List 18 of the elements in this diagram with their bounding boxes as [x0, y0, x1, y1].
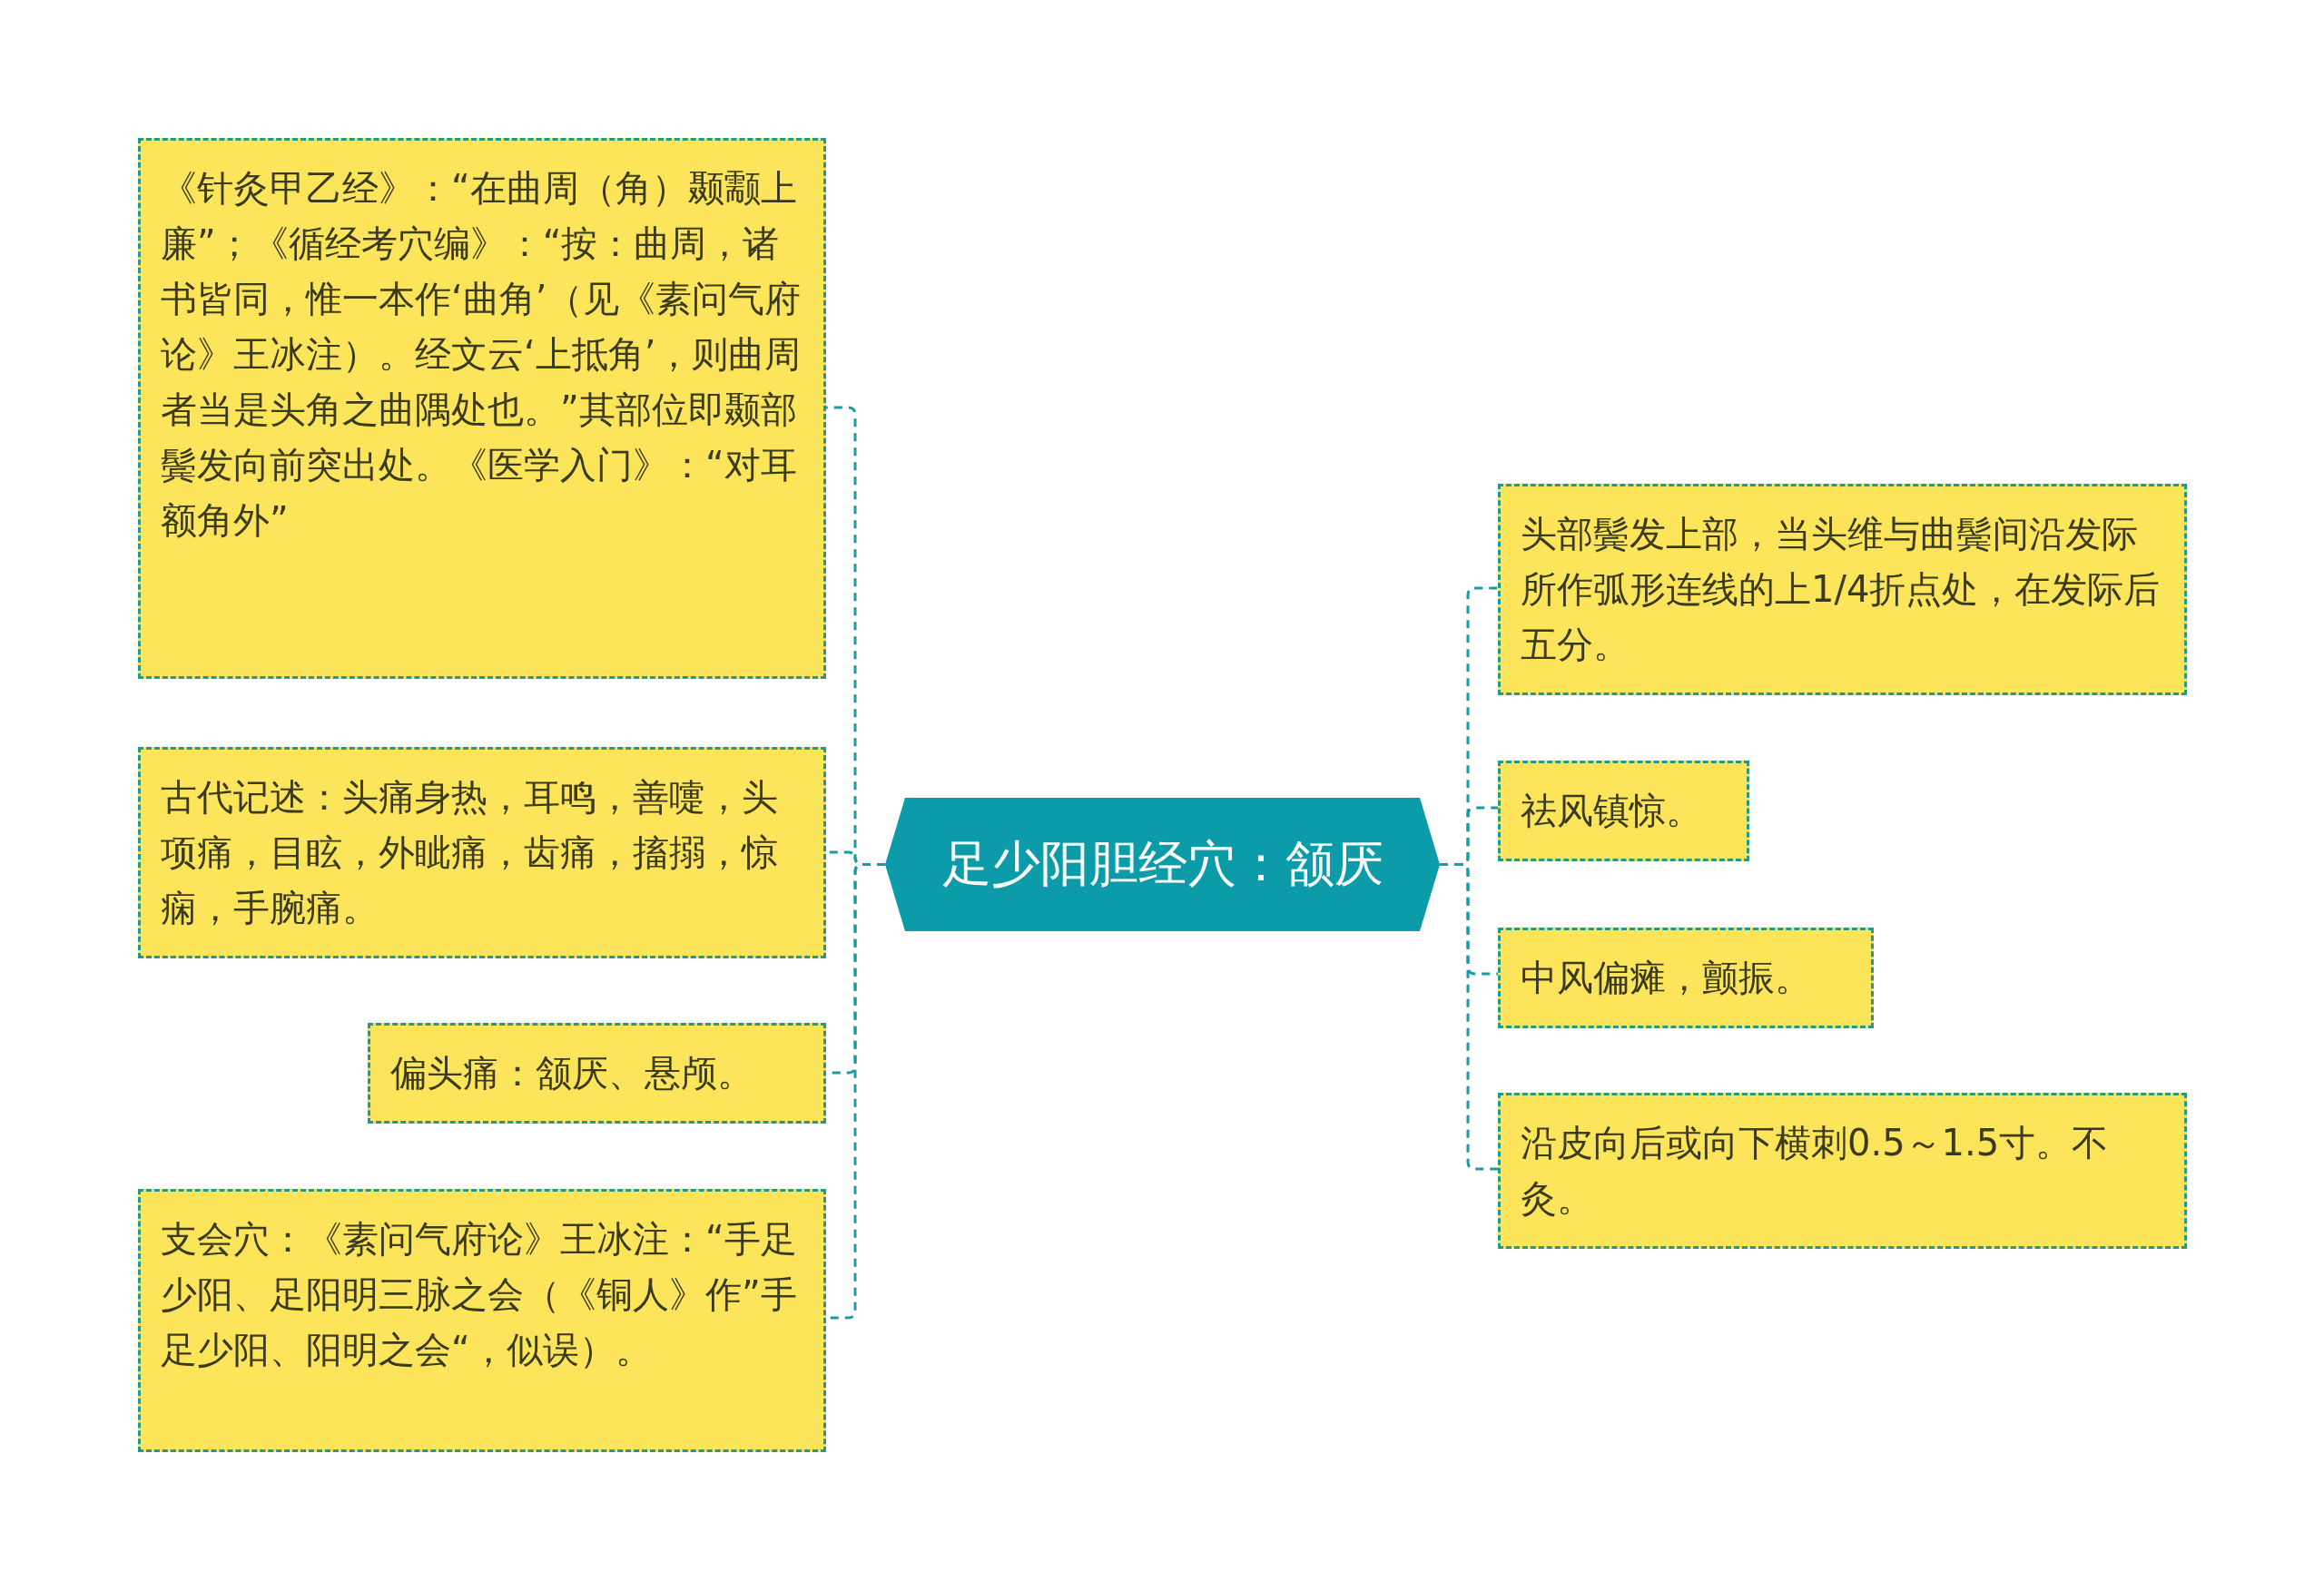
- note-text: 沿皮向后或向下横刺0.5～1.5寸。不灸。: [1521, 1122, 2109, 1219]
- note-text: 支会穴：《素问气府论》王冰注：“手足少阳、足阳明三脉之会（《铜人》作”手足少阳、阳明之会“，似误）。: [161, 1218, 797, 1370]
- text-box: [1498, 1093, 2187, 1249]
- note-text: 祛风镇惊。: [1521, 790, 1702, 831]
- note-text: 古代记述：头痛身热，耳鸣，善嚏，头项痛，目眩，外眦痛，齿痛，搐搦，惊痫，手腕痛。: [161, 776, 778, 928]
- text-box: [1498, 484, 2187, 695]
- text-box: [138, 138, 826, 679]
- note-text: 偏头痛：颔厌、悬颅。: [390, 1052, 753, 1094]
- topic-hexagon: [885, 798, 1440, 931]
- text-box: [1498, 928, 1874, 1028]
- note-text: 头部鬓发上部，当头维与曲鬓间沿发际所作弧形连线的上1/4折点处，在发际后五分。: [1521, 513, 2161, 665]
- text-box: [368, 1023, 826, 1124]
- text-box: [138, 1189, 826, 1452]
- note-text: 中风偏瘫，颤振。: [1521, 957, 1811, 998]
- text-box: [138, 747, 826, 958]
- topic-title: 足少阳胆经穴：颔厌: [941, 834, 1384, 894]
- note-text: 《针灸甲乙经》：“在曲周（角）颞颥上廉”；《循经考穴编》：“按：曲周，诸书皆同，惟一本作‘曲角’（见《素问气府论》王冰注）。经文云‘上抵角’，则曲周者当是头角之曲隅处也。”其部位即颞部鬓发向前突出处。《医学入门》：“对耳额角外”: [161, 167, 802, 541]
- text-box: [1498, 761, 1749, 861]
